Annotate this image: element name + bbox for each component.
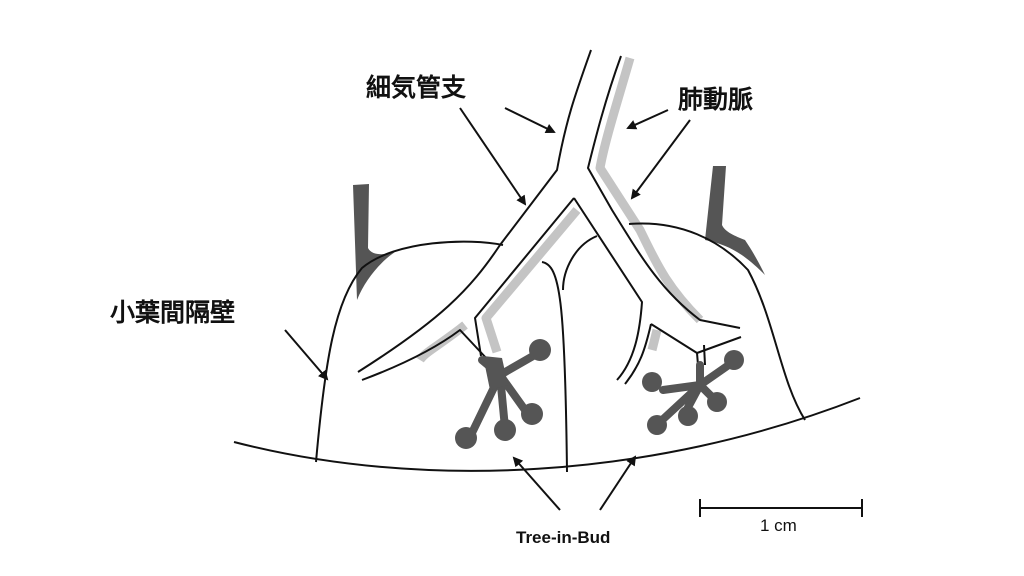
- anatomy-lines: [233, 49, 861, 473]
- septa-shading: [353, 166, 765, 300]
- tree-in-bud-right: [642, 350, 744, 435]
- label-bronchiole: 細気管支: [366, 73, 467, 102]
- scale-bar: [699, 499, 863, 517]
- arrow-bronchiole-2: [504, 107, 556, 133]
- arrow-septum: [284, 329, 329, 381]
- tree-in-bud-left: [455, 339, 551, 449]
- arrows: [284, 107, 691, 511]
- label-pulmonary-artery: 肺動脈: [678, 85, 754, 114]
- pleura-line: [233, 397, 861, 472]
- label-interlobular-septum: 小葉間隔壁: [110, 298, 236, 327]
- arrow-artery-2: [630, 119, 691, 200]
- arrow-tib-1: [512, 456, 561, 511]
- arrow-artery-1: [626, 109, 669, 130]
- label-scale: 1 cm: [760, 516, 797, 535]
- arrow-tib-2: [599, 455, 637, 511]
- arrow-bronchiole-1: [459, 107, 527, 206]
- label-tree-in-bud: Tree-in-Bud: [516, 528, 611, 547]
